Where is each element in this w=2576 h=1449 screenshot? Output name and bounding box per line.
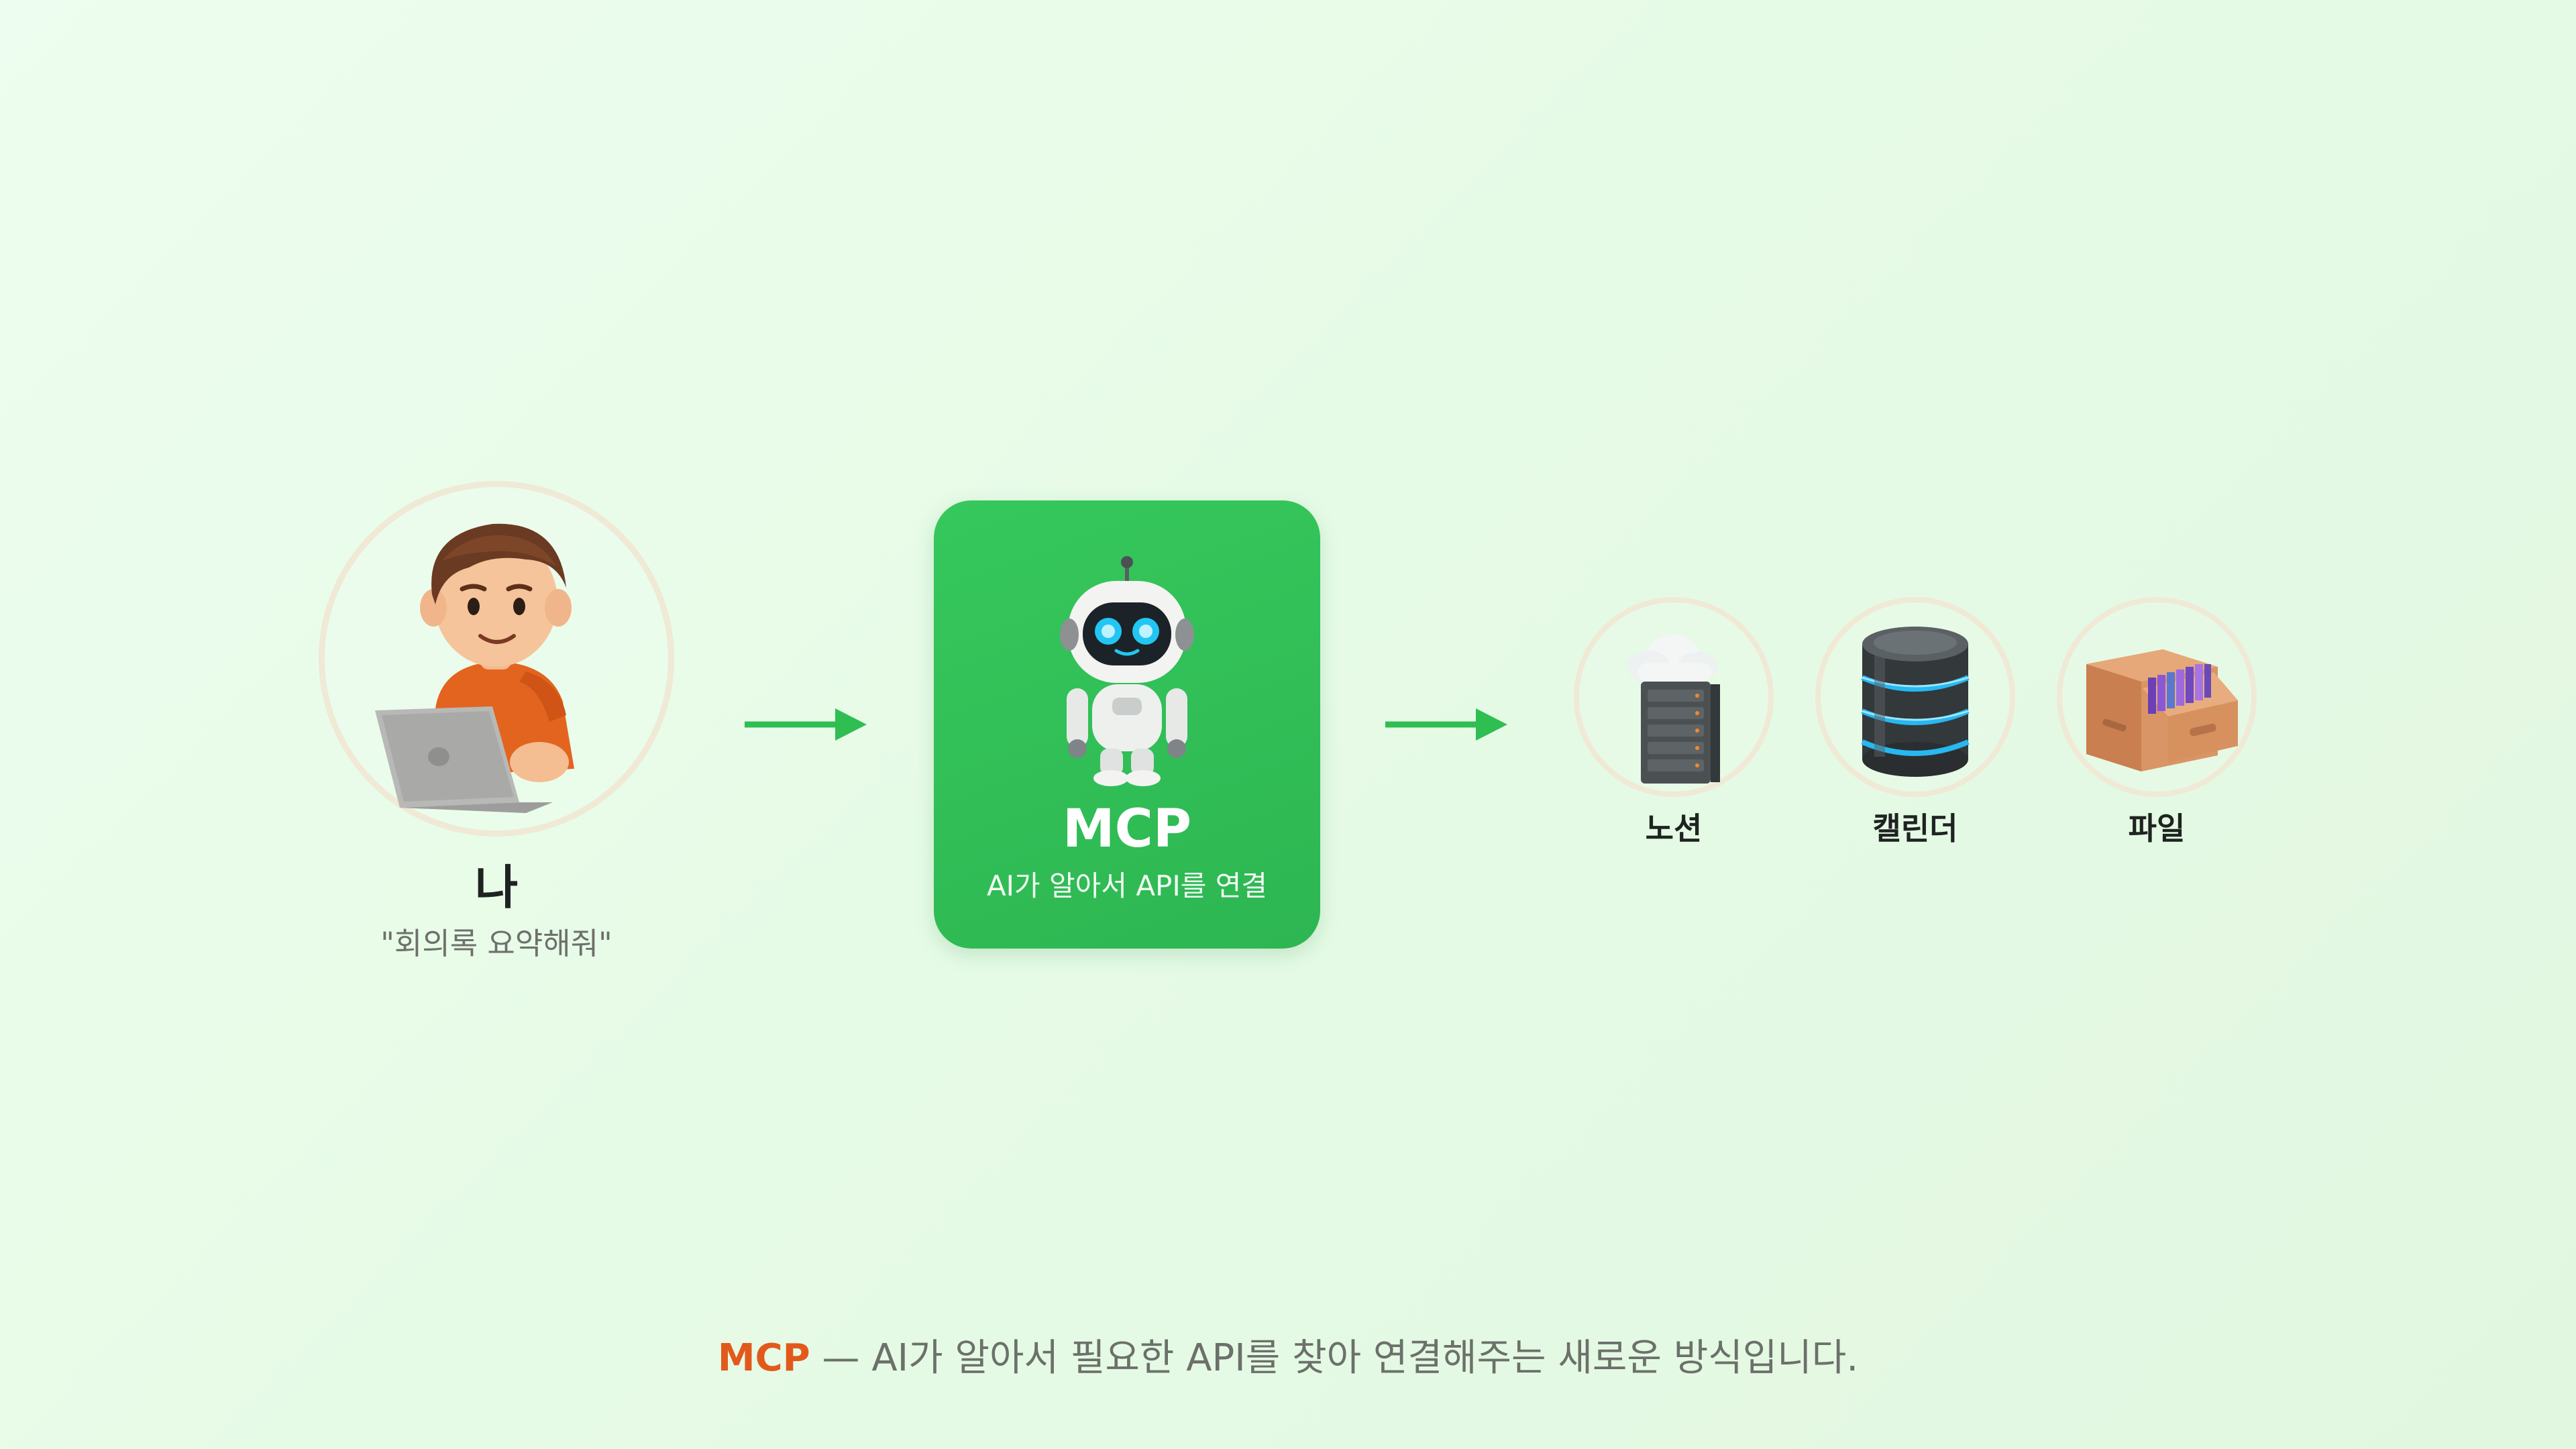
user-avatar-ring [319, 481, 674, 837]
service-label-files: 파일 [2128, 810, 2186, 847]
user-title: 나 [474, 860, 519, 915]
robot-icon [1060, 556, 1194, 786]
user-request-quote: "회의록 요약해줘" [380, 926, 612, 961]
footer-text: — AI가 알아서 필요한 API를 찾아 연결해주는 새로운 방식입니다. [810, 1336, 1859, 1380]
arrow-user-to-mcp [745, 704, 872, 745]
mcp-card: MCP AI가 알아서 API를 연결 [934, 500, 1320, 949]
mcp-subtitle: AI가 알아서 API를 연결 [986, 869, 1268, 902]
footer-accent: MCP [717, 1336, 810, 1380]
service-calendar-ring [1815, 597, 2015, 797]
database-icon [1861, 627, 1970, 777]
service-label-notion: 노션 [1645, 810, 1703, 847]
service-notion-ring [1574, 597, 1774, 797]
file-cabinet-icon [2086, 649, 2238, 771]
arrow-mcp-to-services [1385, 704, 1513, 745]
service-files-ring [2057, 597, 2257, 797]
user-with-laptop-icon [375, 523, 574, 813]
cloud-server-icon [1627, 635, 1720, 784]
mcp-title: MCP [1062, 799, 1192, 859]
footer-caption: MCP — AI가 알아서 필요한 API를 찾아 연결해주는 새로운 방식입니… [0, 1332, 2576, 1385]
service-label-calendar: 캘린더 [1872, 810, 1958, 847]
